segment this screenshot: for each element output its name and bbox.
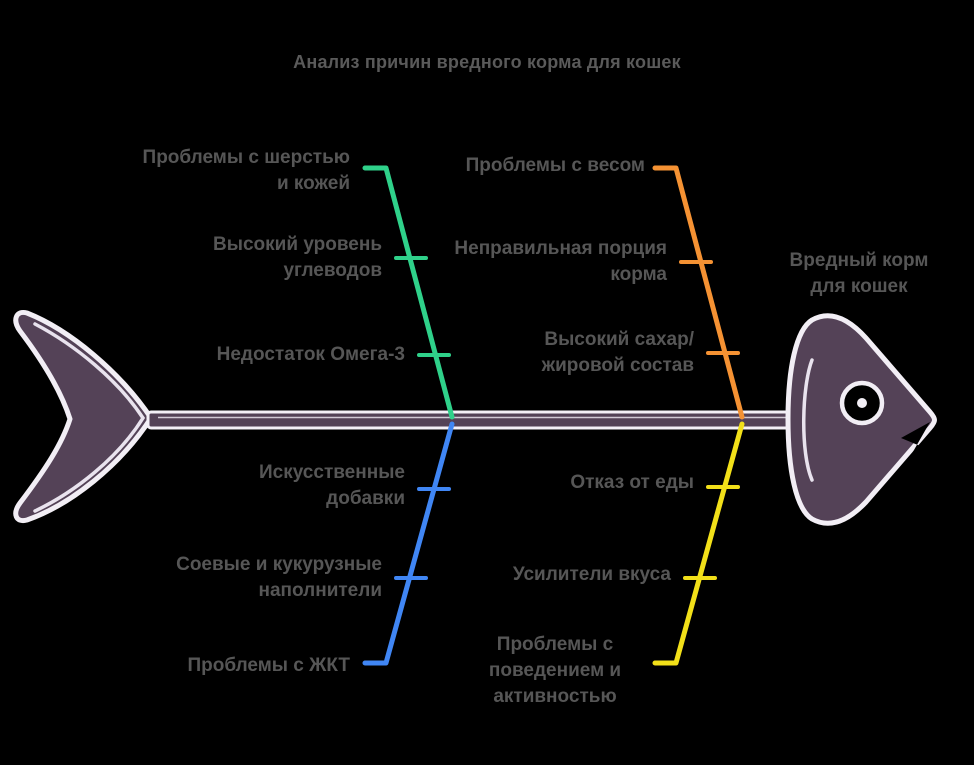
cause-label-br-1: Отказ от еды bbox=[570, 472, 694, 493]
cause-label-tr-3: Высокий сахар/ жировой состав bbox=[541, 329, 694, 376]
branch-bottom-right bbox=[652, 421, 745, 666]
effect-label: Вредный корм для кошек bbox=[789, 250, 929, 297]
cause-label-bl-2: Соевые и кукурузные наполнители bbox=[176, 554, 382, 601]
cause-label-tr-1: Проблемы с весом bbox=[465, 155, 645, 176]
page-title: Анализ причин вредного корма для кошек bbox=[293, 52, 681, 72]
cause-label-tl-1: Проблемы с шерстью и кожей bbox=[142, 147, 350, 194]
cause-label-br-3: Проблемы с поведением и активностью bbox=[488, 634, 622, 707]
branch-top-left bbox=[362, 165, 455, 420]
branch-top-right bbox=[652, 165, 745, 420]
cause-label-tr-2: Неправильная порция корма bbox=[454, 238, 667, 285]
fish-spine bbox=[146, 410, 802, 430]
cause-label-tl-3: Недостаток Омега-3 bbox=[216, 344, 405, 365]
fish-pupil bbox=[857, 398, 867, 408]
cause-label-tl-2: Высокий уровень углеводов bbox=[213, 234, 382, 281]
fish-tail bbox=[13, 309, 154, 524]
cause-label-bl-3: Проблемы с ЖКТ bbox=[187, 655, 350, 676]
cause-label-br-2: Усилители вкуса bbox=[512, 564, 671, 585]
branch-bottom-left bbox=[362, 421, 455, 666]
cause-label-bl-1: Искусственные добавки bbox=[258, 462, 405, 509]
fish-head bbox=[785, 313, 937, 526]
